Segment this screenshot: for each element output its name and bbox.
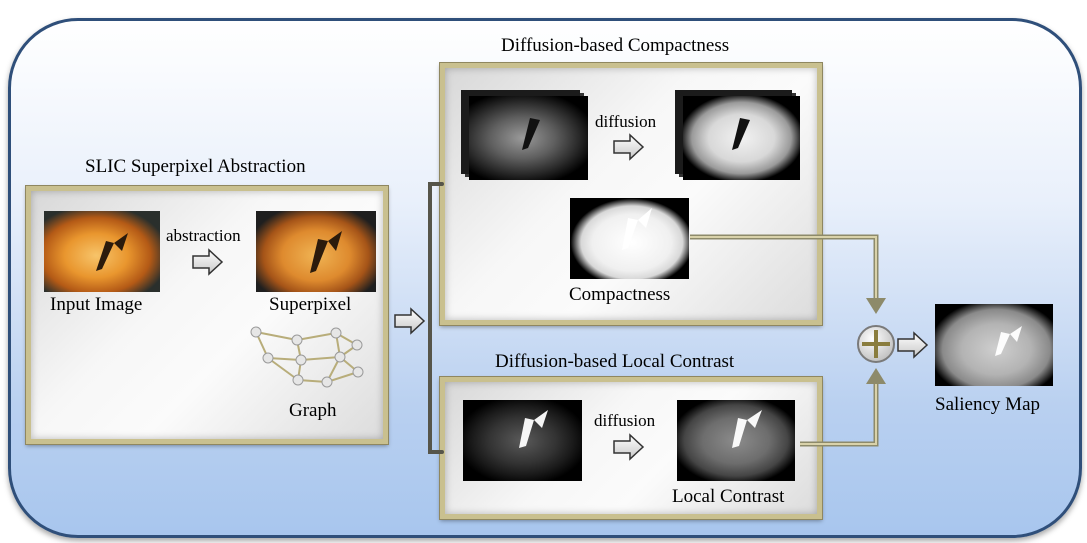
superpixel-label: Superpixel (269, 294, 352, 315)
compactness-label: Compactness (569, 284, 671, 305)
saliency-map-image (935, 304, 1053, 386)
input-image (44, 211, 160, 292)
superpixel-image (256, 211, 376, 292)
compactness-title: Diffusion-based Compactness (501, 35, 730, 56)
saliency-map-label: Saliency Map (935, 394, 1041, 415)
abstraction-label: abstraction (166, 226, 241, 245)
slic-title: SLIC Superpixel Abstraction (85, 156, 306, 177)
compactness-map (570, 198, 689, 279)
compactness-diffusion-label: diffusion (595, 112, 657, 131)
contrast-superpixel-image (463, 400, 582, 481)
contrast-diffused-image (677, 400, 795, 481)
compactness-superpixel-image (469, 96, 588, 180)
contrast-diffusion-label: diffusion (594, 411, 656, 430)
graph-label: Graph (289, 400, 337, 421)
local-contrast-title: Diffusion-based Local Contrast (495, 351, 735, 372)
compactness-diffused-image (683, 96, 800, 180)
local-contrast-label: Local Contrast (672, 486, 785, 507)
input-image-label: Input Image (50, 294, 143, 315)
